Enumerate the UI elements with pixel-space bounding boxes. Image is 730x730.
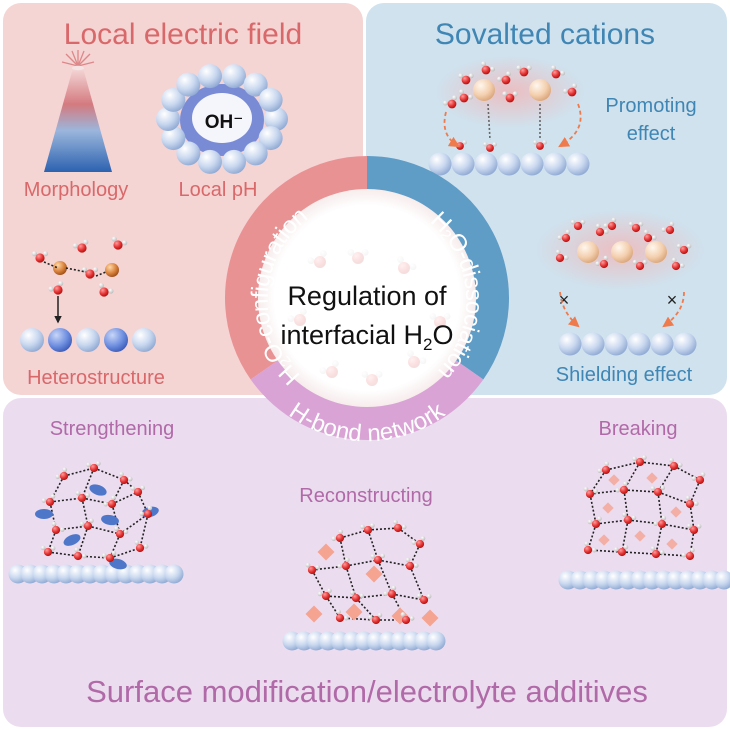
center-disc bbox=[258, 189, 476, 407]
title-surface-modification: Surface modification/electrolyte additiv… bbox=[86, 674, 648, 709]
center-title-line1: Regulation of bbox=[287, 281, 447, 311]
label-promoting-line2: effect bbox=[627, 123, 676, 145]
morphology-cone-graphic bbox=[44, 50, 112, 172]
label-local-ph: Local pH bbox=[179, 179, 258, 201]
strengthening-network-graphic bbox=[8, 461, 184, 584]
center-ring bbox=[225, 156, 509, 440]
local-ph-ring-graphic bbox=[156, 64, 288, 174]
shielding-effect-graphic: ×× bbox=[535, 210, 705, 356]
label-breaking: Breaking bbox=[599, 418, 678, 440]
promoting-effect-graphic bbox=[428, 56, 590, 176]
ring-segment-h2o-dissociation bbox=[367, 156, 509, 380]
title-solvated-cations: Sovalted cations bbox=[435, 18, 655, 51]
label-strengthening: Strengthening bbox=[50, 418, 175, 440]
ring-segment-h-bond-network bbox=[250, 359, 484, 440]
svg-text:×: × bbox=[667, 290, 678, 310]
center-background-molecules bbox=[287, 249, 451, 386]
label-morphology: Morphology bbox=[24, 179, 129, 201]
title-local-electric-field: Local electric field bbox=[64, 18, 302, 51]
oh-ion-label: OH⁻ bbox=[205, 112, 244, 133]
panel-surface-modification bbox=[3, 398, 727, 727]
label-reconstructing: Reconstructing bbox=[299, 485, 432, 507]
heterostructure-graphic bbox=[20, 236, 156, 352]
ring-segment-h2o-configuration bbox=[225, 156, 367, 380]
reconstructing-network-graphic bbox=[282, 519, 446, 651]
svg-text:×: × bbox=[559, 290, 570, 310]
label-heterostructure: Heterostructure bbox=[27, 367, 165, 389]
center-title-line2: interfacial H2O bbox=[280, 320, 453, 354]
breaking-network-graphic bbox=[558, 455, 730, 590]
label-shielding-effect: Shielding effect bbox=[556, 364, 693, 386]
label-promoting-line1: Promoting bbox=[605, 95, 696, 117]
